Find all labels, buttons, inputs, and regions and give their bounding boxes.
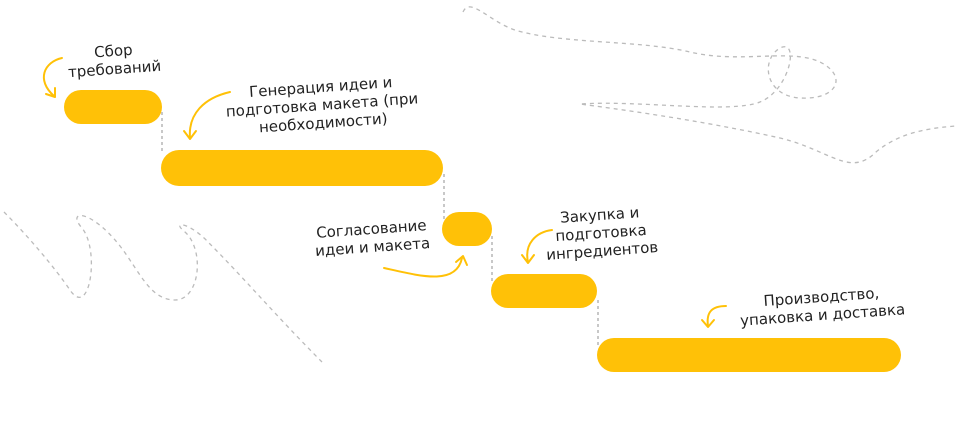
stage-bar-production	[597, 338, 901, 372]
stage-bar-procurement	[491, 274, 597, 308]
stage-label-requirements: Сбор требований	[55, 38, 173, 82]
stage-label-approval: Согласование идеи и макета	[305, 215, 439, 260]
curved-arrow-icon	[701, 305, 727, 328]
stage-label-idea: Генерация идеи и подготовка макета (при …	[220, 71, 423, 139]
stage-bar-requirements	[64, 90, 162, 124]
curved-arrow-icon	[383, 255, 468, 278]
stage-label-production: Производство, упаковка и доставка	[725, 281, 919, 330]
decorative-squiggle-top-right	[462, 6, 956, 164]
stage-label-procurement: Закупка и подготовка ингредиентов	[538, 202, 663, 264]
stage-bar-idea	[161, 150, 443, 186]
stage-bar-approval	[442, 212, 492, 246]
decorative-squiggle-left	[3, 211, 323, 363]
